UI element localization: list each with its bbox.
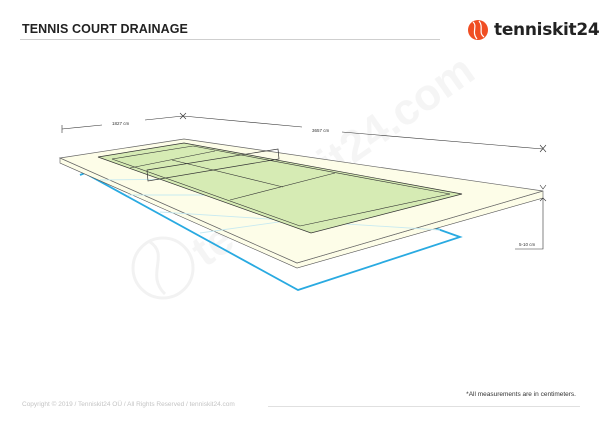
brand-name: tenniskit24 bbox=[494, 20, 600, 40]
footer-divider bbox=[268, 406, 580, 407]
length-label: 3657 cm bbox=[312, 128, 330, 133]
measurement-note: *All measurements are in centimeters. bbox=[466, 391, 576, 398]
width-label: 1827 cm bbox=[112, 121, 130, 126]
net bbox=[146, 148, 280, 182]
tennis-ball-icon bbox=[468, 20, 488, 40]
court-surface bbox=[97, 142, 463, 234]
brand-logo[interactable]: tenniskit24 bbox=[467, 19, 600, 41]
copyright-text: Copyright © 2019 / Tenniskit24 OÜ / All … bbox=[22, 401, 235, 408]
thickness-label: 5-10 cm bbox=[519, 242, 536, 247]
thickness-dimension bbox=[515, 184, 547, 250]
page-title: TENNIS COURT DRAINAGE bbox=[22, 22, 188, 36]
title-divider bbox=[20, 39, 440, 40]
length-dimension bbox=[182, 115, 547, 153]
